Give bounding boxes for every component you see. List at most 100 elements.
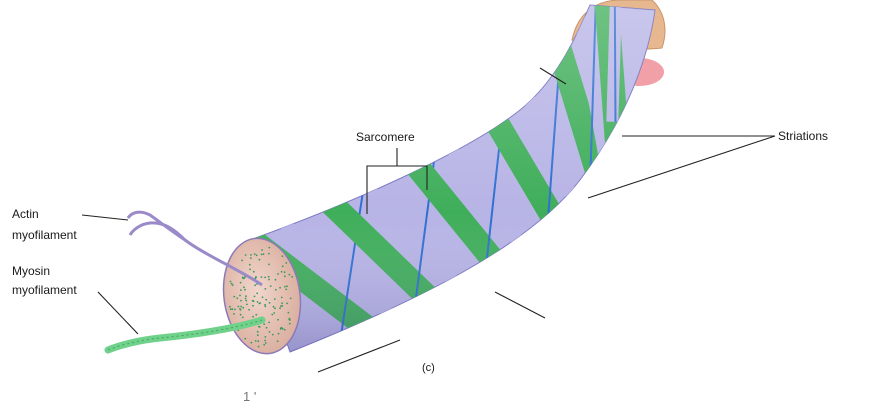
- myosin-label-line2: myofilament: [12, 283, 77, 297]
- myofibril-dot: [264, 342, 267, 344]
- myofibril-dot: [268, 301, 271, 304]
- myofibril-dot: [242, 306, 245, 309]
- myofibril-dot: [283, 275, 286, 278]
- myofibril-dot: [255, 254, 258, 257]
- myofibril-dot: [258, 258, 261, 261]
- myofibril-dot: [245, 299, 248, 302]
- myofibril-dot: [268, 278, 270, 281]
- myofibril-dot: [261, 249, 263, 251]
- myofibril-dot: [277, 273, 279, 275]
- myofibril-dot: [260, 276, 263, 278]
- myofibril-dot: [288, 273, 291, 276]
- actin-label-line2: myofilament: [12, 228, 77, 242]
- myofibril-dot: [240, 289, 242, 291]
- myofibril-dot: [243, 286, 245, 289]
- myofibril-dot: [265, 298, 268, 301]
- myofibril-dot: [240, 299, 242, 302]
- myofibril-dot: [249, 268, 252, 271]
- myofibril-dot: [254, 340, 257, 342]
- sarcomere-label: Sarcomere: [356, 130, 415, 144]
- myofibril-dot: [258, 302, 261, 305]
- myofibril-dot: [256, 301, 259, 303]
- myofibril-dot: [250, 341, 253, 344]
- muscle-fiber: [249, 4, 656, 353]
- myofibril-dot: [240, 305, 243, 308]
- myofibril-dot: [265, 326, 268, 329]
- myofibril-dot: [260, 253, 263, 256]
- myofibril-dot: [256, 330, 259, 333]
- myofibril-dot: [264, 336, 267, 338]
- myofibril-dot: [273, 312, 276, 314]
- myofibril-dot: [231, 308, 234, 311]
- myofibril-dot: [274, 288, 277, 291]
- myofibril-dot: [244, 288, 246, 291]
- myofibril-dot: [250, 254, 252, 256]
- myofibril-dot: [281, 327, 284, 330]
- myofibril-dot: [252, 270, 255, 273]
- myofibril-dot: [274, 307, 276, 310]
- myofibril-dot: [277, 332, 280, 335]
- myofibril-dot: [249, 257, 252, 259]
- striations-label: Striations: [778, 129, 828, 143]
- myofibril-dot: [285, 262, 288, 264]
- myofibril-dot: [239, 294, 241, 297]
- myofibril-dot: [236, 297, 239, 300]
- myofibril-dot: [233, 295, 236, 298]
- myofibril-dot: [271, 313, 274, 316]
- myofibril-dot: [280, 305, 282, 307]
- leader-lines: [81, 67, 776, 373]
- myofibril-dot: [274, 278, 277, 281]
- myofibril-dot: [253, 295, 256, 298]
- myofibril-dot: [280, 296, 283, 299]
- myofibril-dot: [230, 282, 233, 285]
- myofibril-dot: [253, 253, 256, 256]
- myofibril-dot: [279, 307, 281, 310]
- stray-mark: 1 ': [243, 389, 256, 404]
- myofibril-dot: [281, 265, 284, 268]
- myofibril-dot: [264, 276, 266, 279]
- myofibril-dot: [272, 305, 275, 308]
- myofibril-dot: [268, 331, 271, 333]
- myofibril-dot: [241, 259, 244, 262]
- actin-filament: [126, 210, 263, 287]
- myofibril-dot: [268, 263, 270, 266]
- myofibril-dot: [268, 246, 271, 249]
- myofibril-dot: [241, 276, 244, 279]
- myofibril-dot: [286, 285, 288, 288]
- myofibril-dot: [234, 308, 236, 311]
- myofibril-dot: [287, 311, 290, 314]
- myofibril-dot: [245, 295, 247, 298]
- myofibril-dot: [286, 302, 288, 305]
- myofibril-dot: [264, 339, 266, 342]
- myofibril-dot: [284, 285, 286, 288]
- myofibril-dot: [283, 271, 286, 274]
- myofibril-dot: [256, 292, 259, 295]
- myofibril-dot: [285, 288, 288, 291]
- myofibril-dot: [277, 318, 279, 321]
- myofibril-dot: [257, 340, 260, 343]
- myofibril-dot: [255, 313, 258, 316]
- panel-label: (c): [422, 362, 435, 374]
- myofibril-dot: [269, 285, 272, 287]
- myofibril-dot: [268, 321, 270, 324]
- myofibril-dot: [281, 255, 284, 258]
- myofibril-dot: [248, 308, 251, 311]
- myofibril-dot: [291, 276, 294, 278]
- myofibril-dot: [288, 317, 291, 320]
- myofibril-dot: [263, 323, 266, 325]
- myofibril-dot: [283, 328, 286, 331]
- myofibril-dot: [254, 284, 256, 287]
- myofibril-dot: [268, 252, 270, 255]
- myofibril-dot: [264, 288, 267, 290]
- myofibril-dot: [262, 253, 265, 256]
- myofibril-dot: [239, 281, 242, 284]
- myofibril-dot: [229, 305, 231, 308]
- myofibril-dot: [229, 280, 232, 283]
- myofibril-dot: [279, 286, 281, 289]
- myofibril-dot: [229, 308, 232, 311]
- myofibril-dot: [273, 298, 276, 300]
- myofibril-dot: [288, 322, 291, 325]
- myofibril-dot: [246, 303, 248, 306]
- myofibril-dot: [261, 296, 264, 299]
